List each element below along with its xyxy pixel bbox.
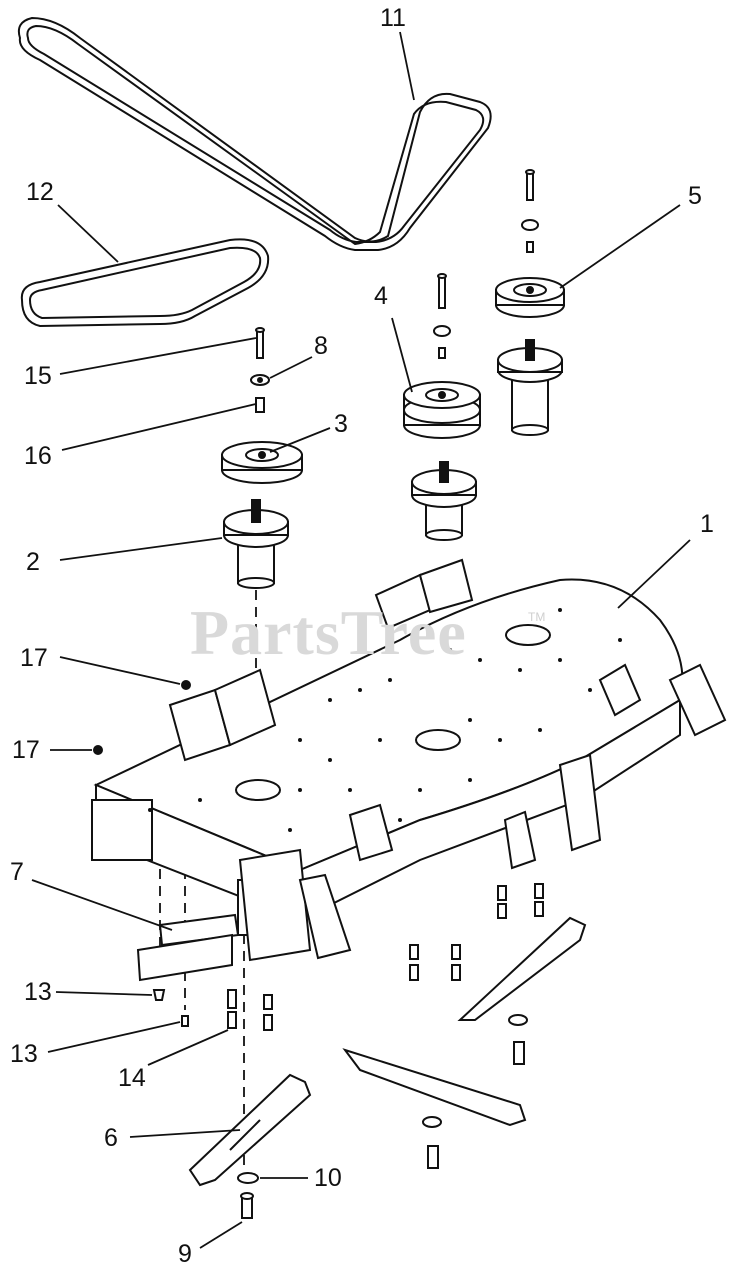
callout-16[interactable]: 16: [24, 442, 52, 470]
blade-6[interactable]: [188, 1073, 312, 1187]
callout-7[interactable]: 7: [10, 858, 24, 886]
blade-center[interactable]: [342, 1048, 527, 1127]
callout-17-lower[interactable]: 17: [12, 736, 40, 764]
bolt-15[interactable]: [255, 327, 265, 359]
bracket-7[interactable]: [136, 913, 240, 982]
callout-3[interactable]: 3: [334, 410, 348, 438]
spindle-4-hardware[interactable]: [433, 273, 451, 359]
spindle-openings: [235, 624, 551, 801]
spindle-housing-5[interactable]: [497, 339, 563, 436]
pulley-4[interactable]: [403, 381, 481, 439]
spindle-5-hardware[interactable]: [521, 169, 539, 253]
callout-13-upper[interactable]: 13: [24, 978, 52, 1006]
spacer-16[interactable]: [255, 397, 265, 413]
callout-13-lower[interactable]: 13: [10, 1040, 38, 1068]
blade-right-hardware[interactable]: [508, 1014, 528, 1065]
washer-10[interactable]: [237, 1172, 259, 1184]
callout-6[interactable]: 6: [104, 1124, 118, 1152]
pulley-5[interactable]: [495, 277, 565, 318]
bolt-13-upper[interactable]: [152, 989, 166, 1001]
callout-14[interactable]: 14: [118, 1064, 146, 1092]
belt-11[interactable]: [17, 16, 492, 251]
trademark-symbol: TM: [528, 610, 546, 624]
callout-12[interactable]: 12: [26, 178, 54, 206]
callout-15[interactable]: 15: [24, 362, 52, 390]
callout-10[interactable]: 10: [314, 1164, 342, 1192]
callout-11[interactable]: 11: [380, 4, 406, 32]
spindle-housing-2[interactable]: [223, 499, 289, 589]
nut-17-upper[interactable]: [181, 680, 191, 690]
blade-right[interactable]: [457, 916, 587, 1021]
callout-9[interactable]: 9: [178, 1240, 192, 1268]
callout-4[interactable]: 4: [374, 282, 388, 310]
washer-8[interactable]: [250, 374, 270, 386]
nut-17-lower[interactable]: [93, 745, 103, 755]
belt-12[interactable]: [20, 238, 270, 328]
deck-holes: [148, 608, 622, 832]
callout-2[interactable]: 2: [26, 548, 40, 576]
callout-1[interactable]: 1: [700, 510, 714, 538]
callout-8[interactable]: 8: [314, 332, 328, 360]
deck-brackets[interactable]: [168, 558, 727, 962]
bolts-14[interactable]: [227, 883, 544, 1031]
bolt-9[interactable]: [240, 1192, 254, 1219]
pulley-3[interactable]: [221, 441, 303, 484]
blade-center-hardware[interactable]: [422, 1116, 442, 1169]
leader-lines: [31, 31, 691, 1249]
partstree-watermark: PartsTree: [190, 597, 467, 668]
callout-5[interactable]: 5: [688, 182, 702, 210]
callout-17-upper[interactable]: 17: [20, 644, 48, 672]
bolt-13-lower[interactable]: [181, 1015, 189, 1027]
spindle-housing-4[interactable]: [411, 461, 477, 541]
